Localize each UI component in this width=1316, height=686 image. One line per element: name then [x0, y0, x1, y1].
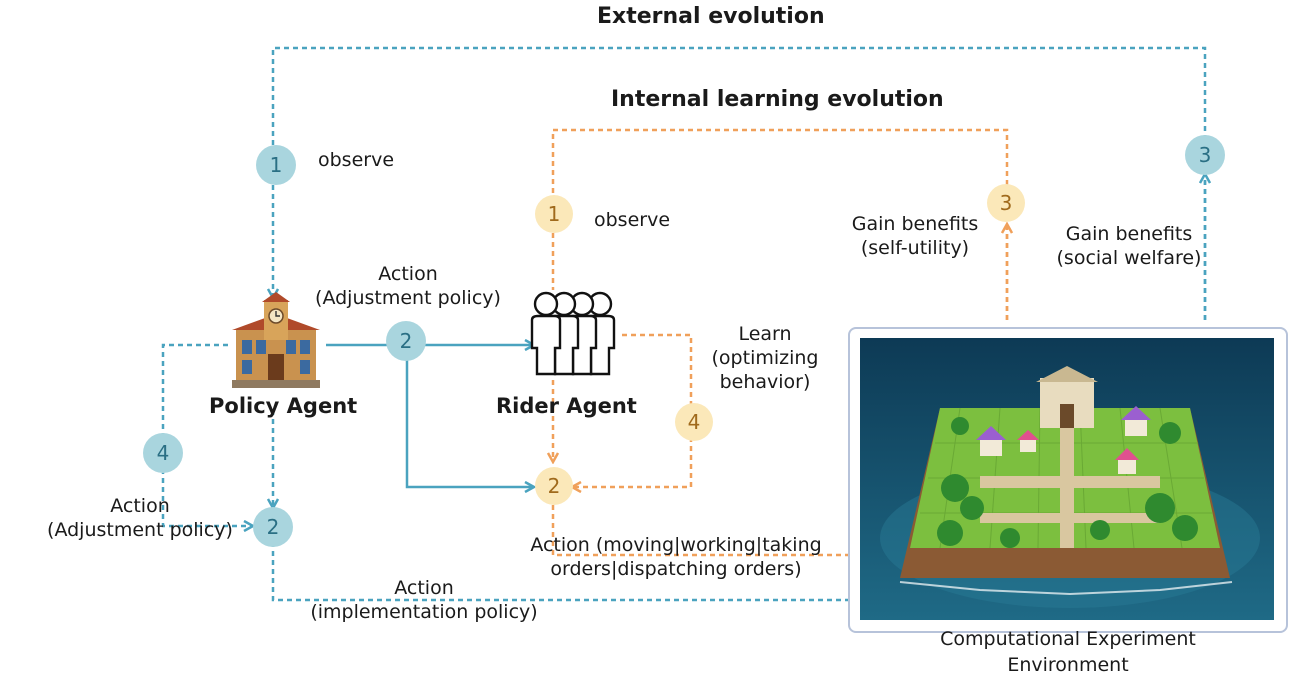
step-badge-observe-rider: 1	[535, 195, 573, 233]
learn-label: Learn (optimizing behavior)	[711, 323, 819, 393]
step-badge-learn: 4	[675, 403, 713, 441]
step-badge-policy-target: 2	[253, 507, 293, 547]
town-hall-icon	[232, 292, 320, 388]
observe-label-policy: observe	[318, 149, 395, 171]
implementation-action-label: Action (implementation policy)	[310, 577, 538, 623]
observe-label-rider: observe	[594, 209, 671, 231]
external-evolution-title: External evolution	[597, 4, 825, 29]
rider-action-label: Action (moving|working|taking orders|dis…	[530, 534, 822, 580]
rider-agent-label: Rider Agent	[496, 394, 637, 418]
action-adjustment-label-top: Action (Adjustment policy)	[315, 263, 501, 309]
policy-agent-label: Policy Agent	[209, 394, 358, 418]
island-town-image	[860, 338, 1274, 620]
step-badge-self-utility: 3	[987, 184, 1025, 222]
people-group-icon	[530, 291, 616, 376]
internal-evolution-title: Internal learning evolution	[611, 87, 944, 112]
step-badge-rider-target: 2	[535, 467, 573, 505]
policy-action-arrows	[326, 345, 534, 487]
environment-label: Computational Experiment Environment	[940, 628, 1196, 676]
gain-benefits-social-label: Gain benefits (social welfare)	[1056, 223, 1202, 269]
gain-benefits-self-label: Gain benefits (self-utility)	[851, 213, 979, 259]
step-badge-observe-policy: 1	[256, 145, 296, 185]
step-badge-social-welfare: 3	[1185, 135, 1225, 175]
step-badge-policy-action: 2	[386, 321, 426, 361]
action-adjustment-label-left: Action (Adjustment policy)	[47, 495, 233, 541]
step-badge-adjust: 4	[143, 433, 183, 473]
